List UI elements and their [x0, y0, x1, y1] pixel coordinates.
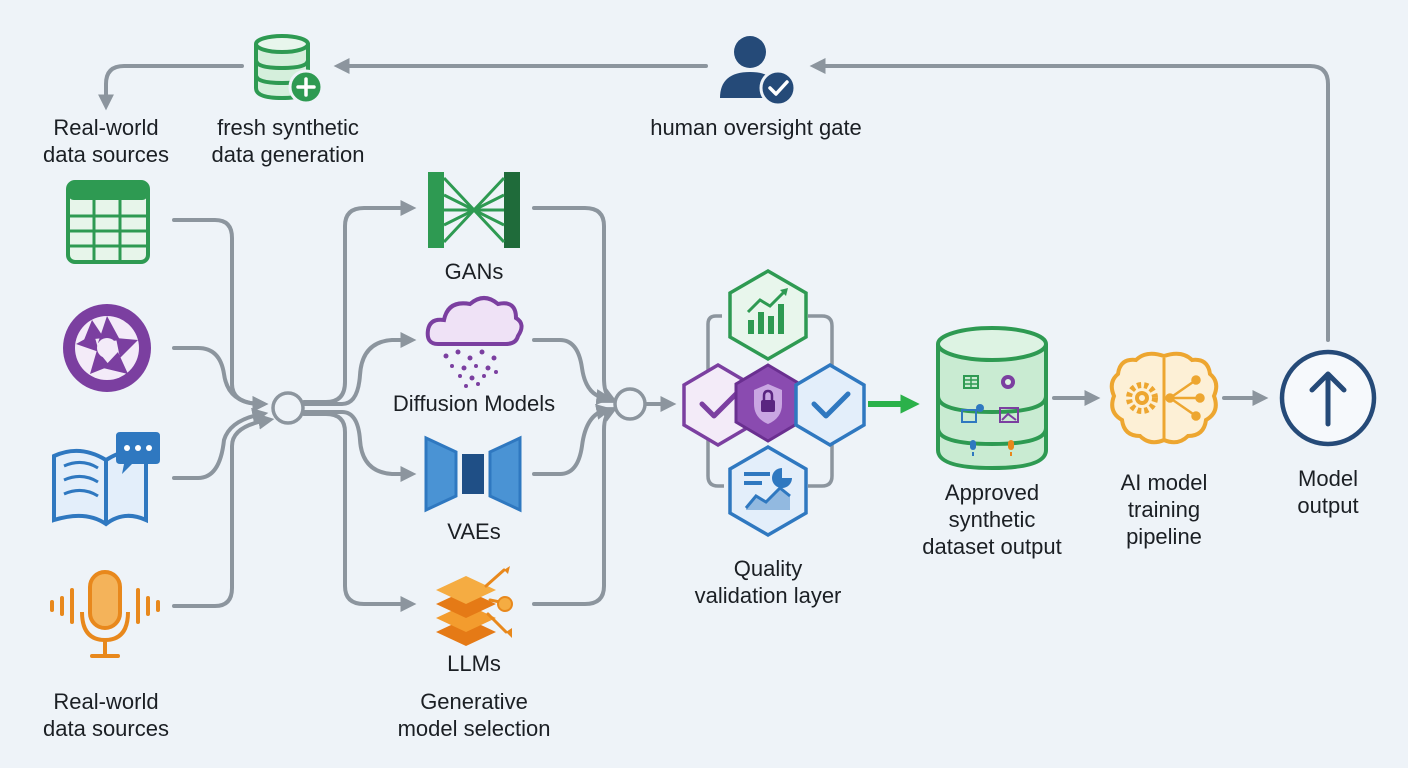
label-quality: Quality validation layer: [694, 556, 842, 608]
database-plus-icon: [254, 34, 324, 105]
book-chat-icon: [52, 432, 160, 527]
brain-gear-icon: [1109, 351, 1219, 445]
connector-microphone: [172, 413, 275, 608]
connector-from-vaes: [532, 404, 613, 476]
label-fresh-generation: fresh synthetic data generation: [211, 115, 365, 167]
user-check-icon: [720, 36, 797, 107]
llm-layers-icon: [436, 566, 513, 646]
quality-validation-cluster: [682, 268, 866, 538]
connector-camera: [172, 346, 269, 412]
vae-encoder-decoder-icon: [424, 435, 522, 513]
dataset-database-icon: [936, 326, 1048, 471]
connector-from-llms: [532, 407, 618, 606]
gan-network-icon: [428, 172, 520, 248]
check-hexagon-icon: [794, 362, 866, 448]
diffusion-cloud-icon: [425, 296, 524, 388]
spreadsheet-icon: [66, 180, 150, 264]
connector-to-vaes: [302, 410, 417, 482]
connectors: [98, 58, 1330, 612]
label-sources-bottom: Real-world data sources: [43, 689, 169, 741]
merge-hub-sources: [271, 391, 305, 425]
label-human-gate: human oversight gate: [650, 115, 862, 140]
connector-spreadsheet: [172, 218, 269, 412]
connector-from-gans: [532, 206, 618, 403]
label-approved: Approved synthetic dataset output: [922, 480, 1062, 559]
camera-shutter-icon: [63, 304, 151, 392]
connector-to-diffusion: [302, 332, 417, 406]
microphone-icon: [50, 570, 160, 658]
connector-to-llms: [302, 412, 417, 612]
connector-from-diffusion: [532, 338, 613, 405]
label-model-selection: Generative model selection: [397, 689, 551, 741]
label-gans: GANs: [444, 259, 504, 284]
connector-to-gans: [302, 200, 417, 404]
feedback-generation-to-sources: [98, 64, 244, 111]
label-training: AI model training pipeline: [1120, 470, 1208, 549]
report-hexagon-icon: [728, 444, 808, 538]
label-vaes: VAEs: [447, 519, 501, 544]
up-arrow-circle-icon: [1279, 349, 1377, 447]
chart-hexagon-icon: [728, 268, 808, 362]
lock-shield-icon: [734, 363, 802, 443]
label-output: Model output: [1297, 466, 1359, 518]
feedback-output-up: [809, 58, 1330, 342]
merge-hub-models: [613, 387, 647, 421]
label-llms: LLMs: [447, 651, 501, 676]
label-diffusion: Diffusion Models: [392, 391, 556, 416]
connector-book: [172, 407, 269, 480]
label-sources-top: Real-world data sources: [43, 115, 169, 167]
